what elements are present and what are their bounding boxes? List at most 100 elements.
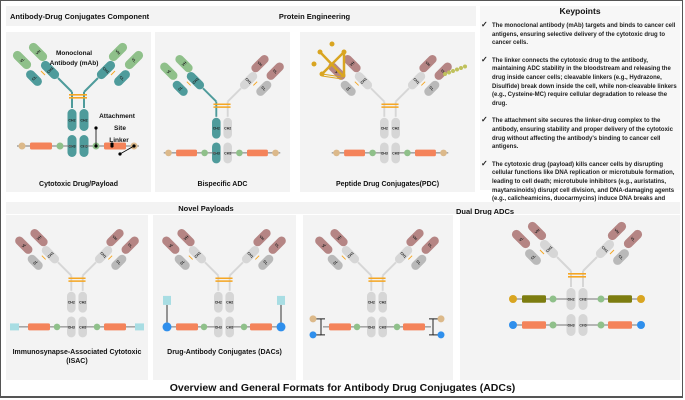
ch2-left-label: CH2 (213, 127, 220, 131)
cl-left-shape (327, 254, 343, 270)
peptide-node (311, 61, 317, 67)
branch-left (320, 318, 325, 336)
vh-right-label: VH (258, 235, 265, 242)
vl-right-shape (434, 62, 452, 80)
vh-right-label: VH (613, 228, 620, 235)
vh-right-shape (251, 54, 269, 73)
ch1-right: CH1 (394, 246, 413, 264)
cl-right-label: CL (415, 260, 422, 267)
vl-right: VL (121, 236, 139, 254)
ch3-right-shape (223, 142, 232, 164)
pointer-dot (132, 144, 136, 148)
ch1-left-label: CH1 (360, 77, 368, 85)
ch3-left-shape (67, 316, 76, 338)
ch2-left-shape (380, 117, 389, 139)
ch3-left: CH3 (214, 316, 223, 338)
attachment-site-right (597, 321, 605, 329)
keypoint-item: ✓The monoclonal antibody (mAb) targets a… (480, 20, 680, 48)
cl-right-label: CL (428, 86, 435, 93)
ch2-left-shape (367, 291, 376, 313)
vl-right: VL (434, 62, 452, 80)
cl-left: CL (26, 70, 42, 86)
vh-left-shape (30, 228, 48, 247)
vl-left: VL (160, 62, 178, 80)
ch2-right-shape (225, 291, 234, 313)
antigen-left (163, 295, 171, 305)
attachment-site-right (93, 323, 101, 331)
linker-right (608, 295, 632, 303)
vl-right-label: VL (630, 236, 637, 243)
section-title-components: Antibody-Drug Conjugates Component (10, 11, 150, 21)
ch2-left: CH2 (67, 291, 76, 313)
cl-right-label: CL (618, 254, 625, 261)
vh-left-label: VH (336, 234, 343, 241)
cl-left: CL (27, 254, 43, 270)
vl-left-label: VL (19, 57, 26, 64)
ch1-right-shape (407, 72, 426, 90)
disulfide-bond (215, 277, 233, 280)
cl-right-shape (256, 80, 272, 96)
vh-left-label: VH (181, 60, 188, 67)
ch2-right-label: CH2 (224, 127, 231, 131)
hinge-arm-left (57, 261, 72, 277)
ch1-right-shape (96, 60, 116, 80)
ch1-left: CH1 (341, 246, 360, 264)
ch2-right: CH2 (78, 291, 87, 313)
ch3-left-label: CH3 (381, 151, 388, 155)
hinge-arm-right (83, 77, 99, 93)
ch3-right: CH3 (391, 142, 400, 164)
ch1-left: CH1 (186, 72, 205, 90)
disulfide-bond (381, 103, 399, 106)
vh-right-label: VH (114, 49, 121, 56)
cl-left: CL (340, 80, 356, 96)
attachment-site-right (597, 295, 605, 303)
hinge-arm-left (556, 256, 572, 272)
linker-left (522, 321, 546, 329)
payload-right-linker (415, 149, 436, 157)
vl-left-shape (15, 236, 33, 254)
ch1-right-shape (595, 239, 615, 259)
vl-right-shape (268, 236, 286, 254)
ch1-left-label: CH1 (47, 251, 55, 259)
vl-right: VL (124, 50, 144, 70)
ch2-left: CH2 (367, 291, 376, 313)
ch3-left-shape (367, 316, 376, 338)
vh-right: VH (406, 228, 424, 247)
pointer-dot (94, 126, 98, 130)
vh-right: VH (251, 54, 269, 73)
ch2-right-label: CH2 (79, 301, 86, 305)
ch1-left-shape (40, 60, 60, 80)
section-header-dual-drug: Dual Drug ADCs (306, 202, 680, 216)
vh-left-shape (527, 221, 547, 241)
payload-left-linker (344, 149, 365, 157)
cl-left-label: CL (530, 254, 537, 261)
disulfide-bond (568, 276, 586, 278)
cl-right: CL (258, 254, 274, 270)
vh-left: VH (175, 54, 193, 73)
attachment-site-right (240, 323, 248, 331)
light-chain-bond (40, 70, 46, 76)
label-monoclonal: Monoclonal (56, 50, 92, 57)
ch1-left: CH1 (188, 246, 207, 264)
disulfide-bond (368, 277, 386, 280)
vl-left-label: VL (168, 242, 175, 249)
vh-left: VH (30, 228, 48, 247)
peptide-bond (321, 73, 343, 78)
vh-left: VH (527, 221, 547, 241)
keypoint-text: The monoclonal antibody (mAb) targets an… (492, 23, 676, 47)
label-attachment: Attachment (99, 113, 136, 120)
ch3-right: CH3 (223, 142, 232, 164)
vh-right-shape (253, 228, 271, 247)
ch1-right-label: CH1 (246, 251, 254, 259)
cl-left-label: CL (345, 85, 352, 92)
hinge-arm-right (82, 261, 97, 277)
ch3-right: CH3 (378, 316, 387, 338)
figure-title: Overview and General Formats for Antibod… (169, 382, 516, 394)
cl-right-shape (424, 80, 440, 96)
label-linker: Linker (109, 137, 129, 144)
peptide-node (329, 41, 335, 47)
vh-left-label: VH (534, 228, 541, 235)
